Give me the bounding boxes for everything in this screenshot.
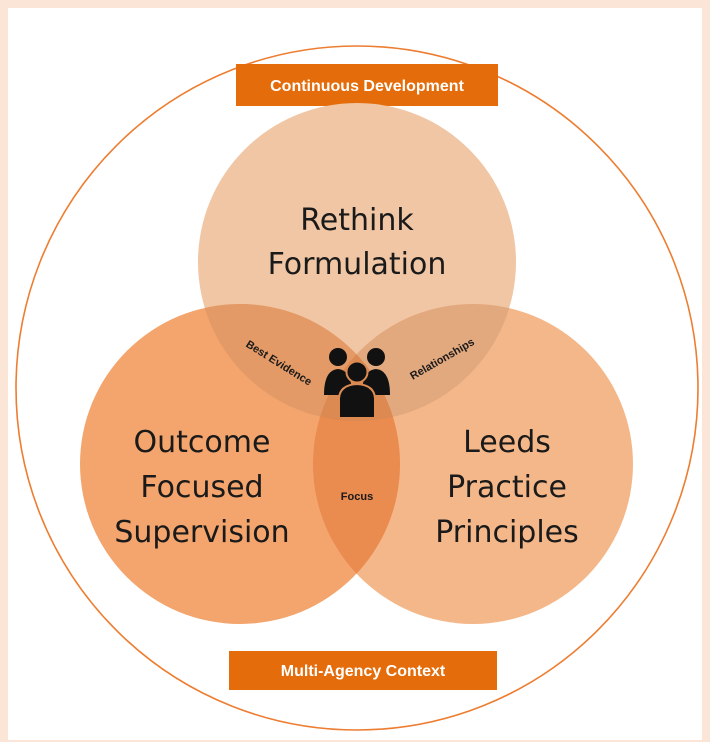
multi-agency-context-label: Multi-Agency Context [281, 663, 446, 680]
people-group-icon [324, 348, 390, 419]
continuous-development-banner [236, 64, 498, 106]
circle-top-line-1: Rethink [300, 203, 414, 238]
circle-top-line-2: Formulation [268, 247, 447, 282]
multi-agency-context-banner [229, 651, 497, 690]
circle-left-line-1: Outcome [134, 425, 271, 460]
focus-label: Focus [341, 491, 373, 503]
circle-right-line-1: Leeds [463, 425, 551, 460]
circle-right-line-2: Practice [447, 470, 567, 505]
continuous-development-label: Continuous Development [270, 78, 464, 95]
circle-left-line-2: Focused [140, 470, 263, 505]
circle-left-line-3: Supervision [114, 515, 289, 550]
best-evidence-overlap [198, 304, 400, 421]
relationships-overlap [313, 304, 516, 421]
circle-right-line-3: Principles [435, 515, 579, 550]
